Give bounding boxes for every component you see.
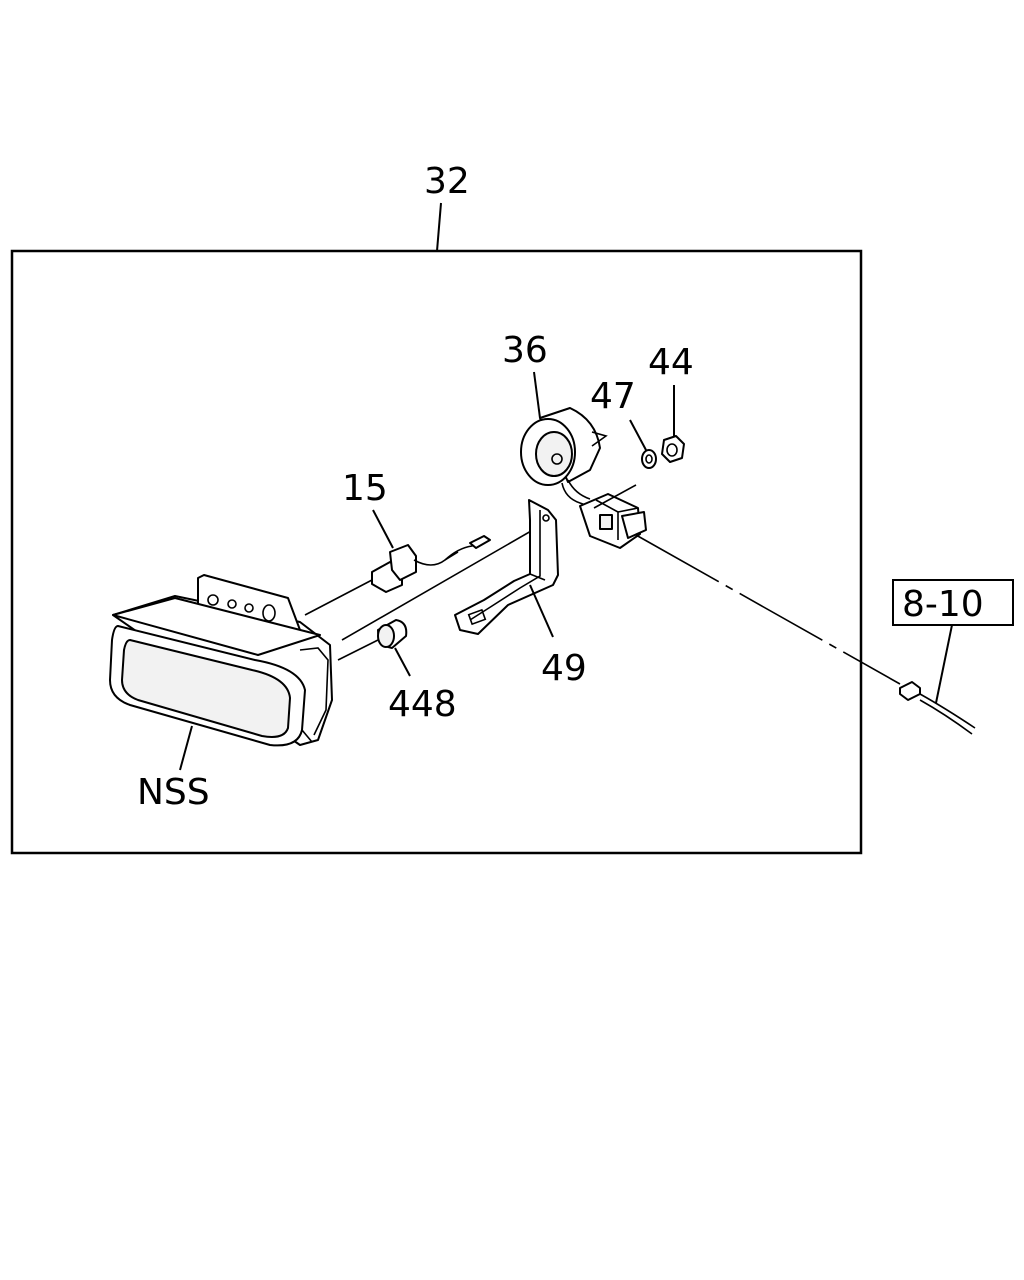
callout-47[interactable]: 47: [590, 376, 636, 417]
explode-line-connector: [593, 484, 637, 509]
reference-box[interactable]: [892, 579, 1014, 626]
explode-line-socket: [304, 579, 373, 616]
callout-49[interactable]: 49: [541, 648, 587, 689]
leader-32: [436, 202, 442, 252]
callout-448[interactable]: 448: [388, 684, 457, 725]
callout-15[interactable]: 15: [342, 468, 388, 509]
leader-36: [533, 371, 541, 419]
washer-icon[interactable]: [641, 449, 657, 469]
leader-49: [529, 584, 554, 638]
callout-nss[interactable]: NSS: [137, 772, 210, 813]
nut-icon[interactable]: [661, 435, 685, 463]
fog-lamp-icon[interactable]: [109, 574, 333, 747]
leader-nss: [179, 725, 193, 771]
harness-line: [635, 534, 901, 685]
bracket-icon[interactable]: [454, 499, 559, 635]
explode-line-bracket: [341, 522, 546, 641]
harness-end-icon: [899, 681, 976, 735]
explode-line-grommet: [337, 639, 379, 661]
callout-36[interactable]: 36: [502, 330, 548, 371]
leader-8-10: [935, 624, 953, 704]
reference-label: 8-10: [902, 584, 984, 625]
assembly-frame: [10, 249, 863, 855]
leader-47: [629, 419, 647, 451]
leader-448: [394, 647, 411, 677]
bulb-socket-icon[interactable]: [371, 535, 491, 593]
leader-15: [372, 509, 394, 549]
callout-44[interactable]: 44: [648, 342, 694, 383]
grommet-icon[interactable]: [377, 619, 408, 649]
callout-32[interactable]: 32: [424, 161, 470, 202]
